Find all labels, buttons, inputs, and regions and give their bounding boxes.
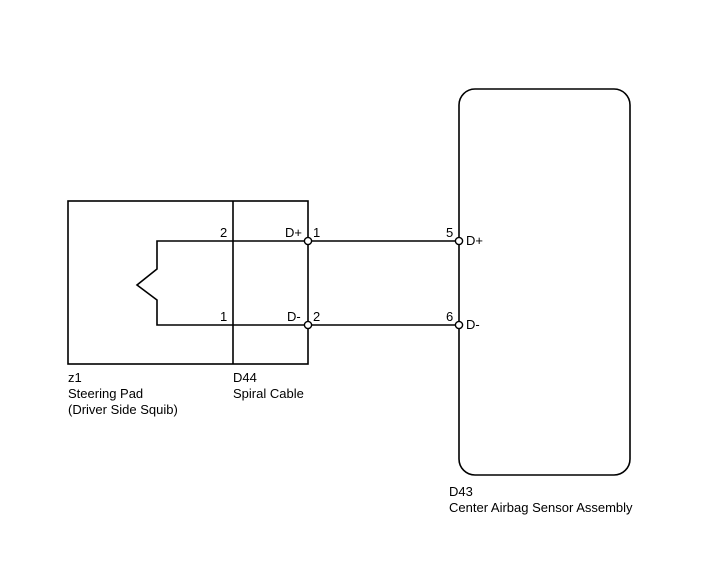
steering-pad-sub: (Driver Side Squib) (68, 402, 178, 417)
terminal-spiral-d-plus (303, 236, 313, 246)
terminal-sensor-d-plus (454, 236, 464, 246)
spiral-cable-name: Spiral Cable (233, 386, 304, 401)
sensor-pin-bottom: 6 (446, 309, 453, 324)
steering-pad-outline (67, 200, 309, 365)
steering-pad-pin-top: 2 (220, 225, 227, 240)
sensor-signal-bottom: D- (466, 317, 480, 332)
sensor-assembly-name: Center Airbag Sensor Assembly (449, 500, 633, 515)
spiral-cable-signal-bottom: D- (287, 309, 301, 324)
terminal-spiral-d-minus (303, 320, 313, 330)
sensor-signal-top: D+ (466, 233, 483, 248)
steering-pad-pin-bottom: 1 (220, 309, 227, 324)
steering-pad-code: z1 (68, 370, 82, 385)
sensor-pin-top: 5 (446, 225, 453, 240)
terminal-sensor-d-minus (454, 320, 464, 330)
spiral-cable-code: D44 (233, 370, 257, 385)
squib-symbol (135, 240, 308, 326)
sensor-assembly-code: D43 (449, 484, 473, 499)
steering-pad-name: Steering Pad (68, 386, 143, 401)
spiral-cable-pin-top: 1 (313, 225, 320, 240)
sensor-assembly-outline (458, 88, 631, 476)
spiral-cable-pin-bottom: 2 (313, 309, 320, 324)
spiral-cable-signal-top: D+ (285, 225, 302, 240)
